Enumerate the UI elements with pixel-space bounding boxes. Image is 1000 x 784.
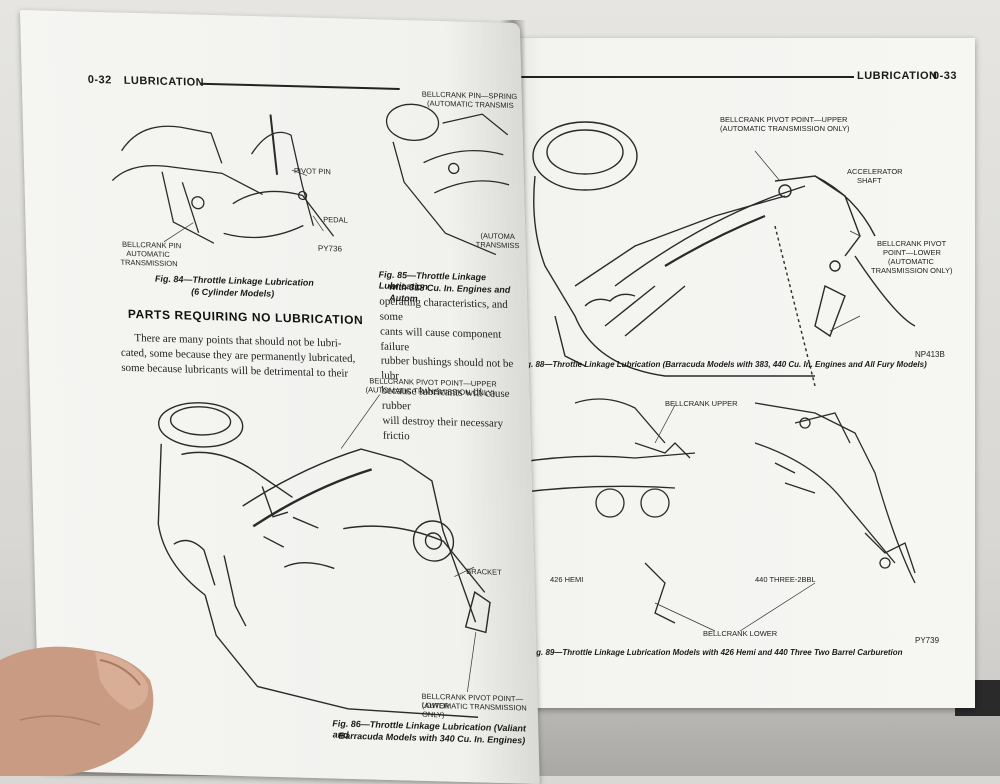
fig84-linkage-drawing: [111, 114, 335, 244]
fig88-label-shaft: SHAFT: [857, 176, 882, 185]
parts-heading: PARTS REQUIRING NO LUBRICATION: [127, 306, 364, 328]
fig88-label-pivot-upper-sub: (AUTOMATIC TRANSMISSION ONLY): [720, 124, 850, 133]
header-rule: [519, 76, 854, 78]
fig89-label-bellcrank-upper: BELLCRANK UPPER: [665, 399, 738, 408]
fig85-label-trans-short: TRANSMISS: [475, 240, 520, 251]
right-page-number: 0-33: [933, 70, 958, 82]
fig86-label-pivot-lower-sub: (AUTOMATIC TRANSMISSION ONLY): [421, 700, 527, 719]
left-section-title: LUBRICATION: [123, 74, 205, 89]
fig89-caption: Fig. 89—Throttle Linkage Lubrication Mod…: [529, 648, 903, 657]
right-section-title: LUBRICATION: [857, 70, 938, 82]
fig88-code: NP413B: [915, 350, 945, 359]
fig84-label-pedal: PEDAL: [323, 215, 348, 225]
fig86-label-bracket: BRACKET: [466, 566, 502, 577]
fig88-label-pivot-lower-3: (AUTOMATIC: [888, 257, 934, 266]
fig88-label-pivot-lower-2: POINT—LOWER: [883, 248, 941, 257]
fig88-caption: Fig. 88—Throttle Linkage Lubrication (Ba…: [519, 360, 927, 369]
fig88-label-pivot-lower-1: BELLCRANK PIVOT: [877, 239, 947, 248]
fig84-label-transmission: TRANSMISSION: [120, 257, 178, 269]
header-rule: [199, 82, 400, 90]
fig84-code: PY736: [317, 243, 343, 254]
left-page-number: 0-32: [87, 73, 112, 87]
fig84-label-pivot-pin: PIVOT PIN: [293, 166, 331, 177]
fig85-linkage-drawing: [385, 103, 510, 256]
fig88-label-pivot-upper: BELLCRANK PIVOT POINT—UPPER: [720, 115, 848, 124]
fig88-linkage-drawing: [532, 121, 916, 386]
left-page: 0-32 LUBRICATION PIVOT PI: [20, 10, 540, 784]
parts-paragraph: There are many points that should not be…: [120, 331, 371, 382]
right-page: LUBRICATION 0-33: [505, 38, 975, 708]
fig89-linkage-drawing: [515, 398, 916, 632]
fig84-caption-line2: (6 Cylinder Models): [191, 286, 275, 299]
paragraph-line: operating characteristics, and some: [379, 295, 508, 323]
fig89-label-bellcrank-lower: BELLCRANK LOWER: [703, 629, 778, 638]
fig89-label-440: 440 THREE-2BBL: [755, 575, 816, 584]
hand-holding-book: [0, 646, 154, 776]
fig88-label-accelerator: ACCELERATOR: [847, 167, 903, 176]
paragraph-line: cants will cause component failure: [379, 325, 502, 353]
fig86-linkage-drawing: [157, 394, 491, 718]
fig89-label-426-hemi: 426 HEMI: [550, 575, 584, 584]
fig89-code: PY739: [915, 636, 940, 645]
fig88-label-pivot-lower-4: TRANSMISSION ONLY): [871, 266, 953, 275]
